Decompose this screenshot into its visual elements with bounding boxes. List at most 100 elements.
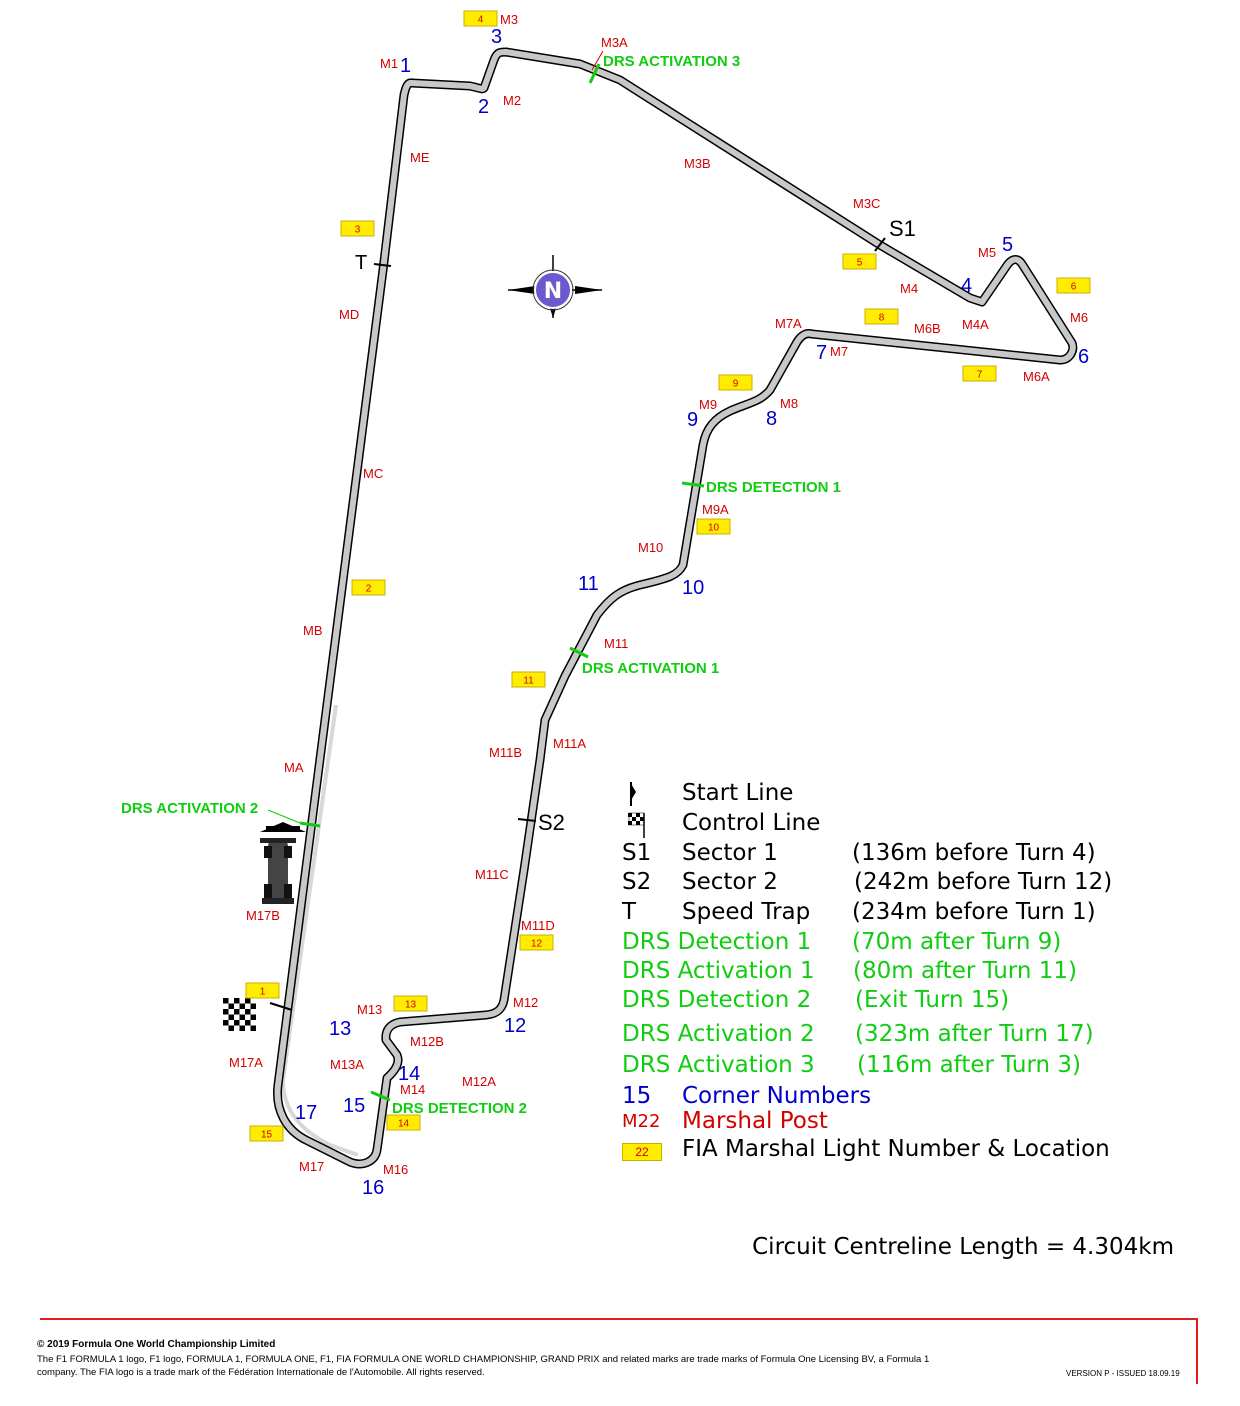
flag-square	[239, 1020, 245, 1026]
marshal-post-m10: M10	[638, 540, 663, 555]
corner-number-16: 16	[362, 1177, 384, 1199]
flag-square	[223, 1020, 229, 1026]
drs-label-1: DRS ACTIVATION 3	[603, 53, 740, 70]
flag-square	[250, 1025, 256, 1031]
corner-number-3: 3	[491, 26, 502, 48]
corner-number-6: 6	[1078, 346, 1089, 368]
marshal-post-m11d: M11D	[521, 918, 555, 933]
corner-number-13: 13	[329, 1018, 351, 1040]
svg-text:N: N	[544, 279, 562, 304]
drs-label-2: DRS DETECTION 1	[706, 479, 841, 496]
flag-square	[239, 1025, 245, 1031]
marshal-light-10: 10	[696, 518, 731, 535]
marshal-post-m14: M14	[400, 1082, 425, 1097]
marshal-post-m4a: M4A	[962, 317, 989, 332]
flag-square	[223, 1009, 229, 1015]
flag-square	[234, 1020, 240, 1026]
marshal-light-label: 6	[1071, 282, 1077, 293]
marshal-light-5: 5	[842, 253, 877, 270]
sector1-label: S1	[889, 216, 916, 241]
trademark-notice: The F1 FORMULA 1 logo, F1 logo, FORMULA …	[37, 1354, 930, 1378]
m3a-leader	[591, 50, 604, 71]
marshal-light-label: 8	[879, 313, 885, 324]
sector1-line	[874, 237, 886, 252]
corner-number-10: 10	[682, 577, 704, 599]
marshal-post-m3b: M3B	[684, 156, 711, 171]
marshal-post-m17: M17	[299, 1159, 324, 1174]
marshal-light-label: 13	[405, 1000, 417, 1011]
marshal-post-m16: M16	[383, 1162, 408, 1177]
marshal-post-m13a: M13A	[330, 1057, 364, 1072]
drs-label-3: DRS ACTIVATION 1	[582, 660, 719, 677]
drs-activation-2-line	[299, 821, 321, 828]
marshal-post-m11: M11	[604, 636, 628, 651]
marshal-light-11: 11	[511, 671, 546, 688]
marshal-post-m12b: M12B	[410, 1034, 444, 1049]
marshal-light-label: 9	[733, 379, 739, 390]
marshal-light-label: 7	[977, 370, 983, 381]
marshal-light-label: 1	[260, 987, 266, 998]
drs-label-5: DRS DETECTION 2	[392, 1100, 527, 1117]
marshal-post-m1: M1	[380, 56, 398, 71]
corner-number-8: 8	[766, 408, 777, 430]
drs-activation-2-leader	[267, 809, 301, 824]
flag-square	[234, 998, 240, 1004]
control-line	[269, 1002, 293, 1011]
marshal-light-14: 14	[386, 1114, 421, 1131]
copyright: © 2019 Formula One World Championship Li…	[37, 1339, 276, 1350]
marshal-post-m3a: M3A	[601, 35, 628, 50]
marshal-light-3: 3	[340, 220, 375, 237]
drs-label-4: DRS ACTIVATION 2	[121, 800, 258, 817]
flag-square	[234, 1014, 240, 1020]
marshal-light-15: 15	[249, 1125, 284, 1142]
marshal-light-label: 15	[261, 1130, 273, 1141]
marshal-light-9: 9	[718, 374, 753, 391]
start-line-icon	[622, 780, 642, 814]
marshal-post-m5: M5	[978, 245, 996, 260]
corner-number-2: 2	[478, 96, 489, 118]
marshal-post-m2: M2	[503, 93, 521, 108]
corner-number-14: 14	[398, 1063, 420, 1085]
marshal-post-m6a: M6A	[1023, 369, 1050, 384]
chequered-flag-icon	[223, 998, 256, 1031]
corner-number-9: 9	[687, 409, 698, 431]
marshal-light-1: 1	[245, 982, 280, 999]
marshal-post-ma: MA	[284, 760, 304, 775]
marshal-post-m4: M4	[900, 281, 918, 296]
car-icon	[260, 838, 296, 904]
footer-divider	[40, 1318, 1196, 1320]
drs-detection-2-line	[370, 1090, 391, 1102]
corner-number-7: 7	[816, 342, 827, 364]
marshal-light-8: 8	[864, 308, 899, 325]
sector2-label: S2	[538, 810, 565, 835]
corner-number-4: 4	[961, 275, 972, 297]
marshal-post-m17a: M17A	[229, 1055, 263, 1070]
marshal-light-label: 3	[355, 225, 361, 236]
footer-divider-tick	[1196, 1318, 1198, 1384]
marshal-post-m9: M9	[699, 397, 717, 412]
marshal-light-13: 13	[393, 995, 428, 1012]
flag-square	[245, 1025, 251, 1031]
track-surface	[274, 49, 1076, 1167]
marshal-post-m13: M13	[357, 1002, 382, 1017]
marshal-post-m11a: M11A	[553, 736, 586, 751]
marshal-post-mc: MC	[363, 466, 383, 481]
drs-activation-3-line	[588, 63, 601, 84]
flag-square	[250, 1003, 256, 1009]
marshal-post-m8: M8	[780, 396, 798, 411]
drs-activation-1-line	[569, 646, 589, 659]
flag-square	[228, 998, 234, 1004]
corner-number-11: 11	[578, 573, 599, 595]
flag-square	[250, 998, 256, 1004]
flag-square	[245, 1003, 251, 1009]
flag-square	[245, 998, 251, 1004]
flag-square	[234, 1003, 240, 1009]
corner-number-15: 15	[343, 1095, 365, 1117]
drs-detection-1-line	[681, 481, 705, 488]
flag-square	[228, 1014, 234, 1020]
marshal-light-label: 12	[531, 939, 543, 950]
marshal-post-m11c: M11C	[475, 867, 509, 882]
marshal-light-label: 5	[857, 258, 863, 269]
corner-number-1: 1	[400, 55, 411, 77]
